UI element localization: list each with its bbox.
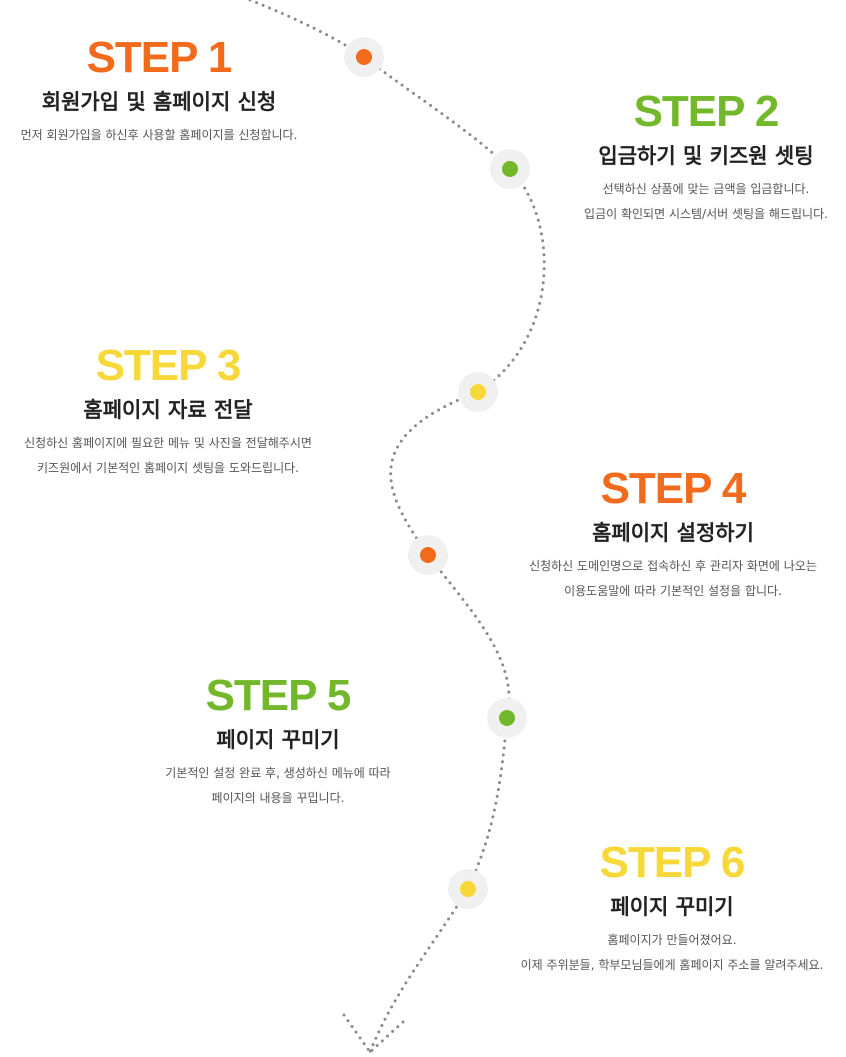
step-marker-6 bbox=[448, 869, 488, 909]
description-line: 선택하신 상품에 맞는 금액을 입금합니다. bbox=[602, 182, 810, 197]
step-description: 신청하신 도메인명으로 접속하신 후 관리자 화면에 나오는 이용도움말에 따라… bbox=[504, 554, 842, 604]
step-3: STEP 3 홈페이지 자료 전달 신청하신 홈페이지에 필요한 메뉴 및 사진… bbox=[0, 344, 336, 481]
description-line: 키즈원에서 기본적인 홈페이지 셋팅을 도와드립니다. bbox=[37, 461, 299, 476]
marker-dot bbox=[499, 710, 515, 726]
step-5: STEP 5 페이지 꾸미기 기본적인 설정 완료 후, 생성하신 메뉴에 따라… bbox=[118, 674, 438, 811]
marker-dot bbox=[502, 161, 518, 177]
step-title: 입금하기 및 키즈원 셋팅 bbox=[598, 144, 814, 168]
step-description: 먼저 회원가입을 하신후 사용할 홈페이지를 신청합니다. bbox=[0, 123, 318, 148]
step-label: STEP 6 bbox=[599, 838, 746, 887]
step-title: 페이지 꾸미기 bbox=[610, 895, 734, 919]
step-label: STEP 2 bbox=[633, 87, 780, 136]
description-line: 이용도움말에 따라 기본적인 설정을 합니다. bbox=[564, 584, 782, 599]
step-label: STEP 1 bbox=[86, 33, 233, 82]
step-description: 기본적인 설정 완료 후, 생성하신 메뉴에 따라 페이지의 내용을 꾸밉니다. bbox=[118, 761, 438, 811]
step-description: 홈페이지가 만들어졌어요. 이제 주위분들, 학부모님들에게 홈페이지 주소를 … bbox=[498, 928, 846, 978]
arrow-head-icon bbox=[342, 1013, 405, 1054]
step-title: 홈페이지 자료 전달 bbox=[83, 398, 253, 422]
step-label: STEP 3 bbox=[95, 341, 242, 390]
marker-dot bbox=[356, 49, 372, 65]
step-description: 선택하신 상품에 맞는 금액을 입금합니다. 입금이 확인되면 시스템/서버 셋… bbox=[566, 177, 846, 227]
step-marker-3 bbox=[458, 372, 498, 412]
description-line: 홈페이지가 만들어졌어요. bbox=[607, 933, 737, 948]
description-line: 신청하신 도메인명으로 접속하신 후 관리자 화면에 나오는 bbox=[529, 559, 817, 574]
marker-dot bbox=[470, 384, 486, 400]
step-title: 홈페이지 설정하기 bbox=[592, 521, 754, 545]
description-line: 이제 주위분들, 학부모님들에게 홈페이지 주소를 알려주세요. bbox=[520, 958, 824, 973]
step-marker-4 bbox=[408, 535, 448, 575]
description-line: 먼저 회원가입을 하신후 사용할 홈페이지를 신청합니다. bbox=[20, 128, 298, 143]
step-marker-5 bbox=[487, 698, 527, 738]
description-line: 입금이 확인되면 시스템/서버 셋팅을 해드립니다. bbox=[584, 207, 828, 222]
marker-dot bbox=[460, 881, 476, 897]
step-1: STEP 1 회원가입 및 홈페이지 신청 먼저 회원가입을 하신후 사용할 홈… bbox=[0, 36, 318, 148]
step-title: 회원가입 및 홈페이지 신청 bbox=[41, 90, 277, 114]
step-description: 신청하신 홈페이지에 필요한 메뉴 및 사진을 전달해주시면 키즈원에서 기본적… bbox=[0, 431, 336, 481]
description-line: 신청하신 홈페이지에 필요한 메뉴 및 사진을 전달해주시면 bbox=[24, 436, 312, 451]
marker-dot bbox=[420, 547, 436, 563]
step-4: STEP 4 홈페이지 설정하기 신청하신 도메인명으로 접속하신 후 관리자 … bbox=[504, 467, 842, 604]
step-marker-2 bbox=[490, 149, 530, 189]
step-2: STEP 2 입금하기 및 키즈원 셋팅 선택하신 상품에 맞는 금액을 입금합… bbox=[566, 90, 846, 227]
description-line: 페이지의 내용을 꾸밉니다. bbox=[211, 791, 345, 806]
step-marker-1 bbox=[344, 37, 384, 77]
step-label: STEP 5 bbox=[205, 671, 352, 720]
step-6: STEP 6 페이지 꾸미기 홈페이지가 만들어졌어요. 이제 주위분들, 학부… bbox=[498, 841, 846, 978]
step-title: 페이지 꾸미기 bbox=[216, 728, 340, 752]
dotted-route bbox=[248, 0, 546, 1054]
description-line: 기본적인 설정 완료 후, 생성하신 메뉴에 따라 bbox=[165, 766, 391, 781]
step-label: STEP 4 bbox=[600, 464, 747, 513]
